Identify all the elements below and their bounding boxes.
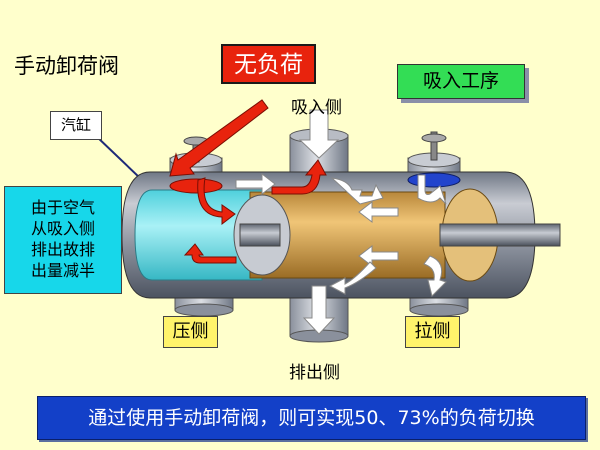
white-flow-arrows bbox=[235, 109, 447, 335]
right-valve-disc bbox=[407, 172, 461, 188]
explanation-note: 由于空气 从吸入侧 排出故排 出量减半 bbox=[4, 186, 122, 294]
no-load-label: 无负荷 bbox=[221, 44, 316, 84]
press-side-label: 压侧 bbox=[163, 316, 218, 348]
note-line: 排出故排 bbox=[30, 240, 95, 259]
page-title: 手动卸荷阀 bbox=[14, 54, 119, 78]
note-line: 从吸入侧 bbox=[30, 219, 95, 238]
left-valve-disc bbox=[169, 178, 223, 194]
suction-side-label: 吸入侧 bbox=[291, 98, 342, 118]
discharge-side-label: 排出侧 bbox=[289, 363, 340, 383]
note-line: 由于空气 bbox=[30, 198, 95, 217]
cylinder-label: 汽缸 bbox=[50, 111, 102, 140]
pull-side-label: 拉侧 bbox=[405, 316, 460, 348]
process-stage-label: 吸入工序 bbox=[397, 64, 525, 99]
summary-banner: 通过使用手动卸荷阀，则可实现50、73%的负荷切换 bbox=[37, 396, 586, 440]
note-line: 出量减半 bbox=[30, 261, 95, 280]
red-flow-arrows bbox=[169, 99, 327, 264]
